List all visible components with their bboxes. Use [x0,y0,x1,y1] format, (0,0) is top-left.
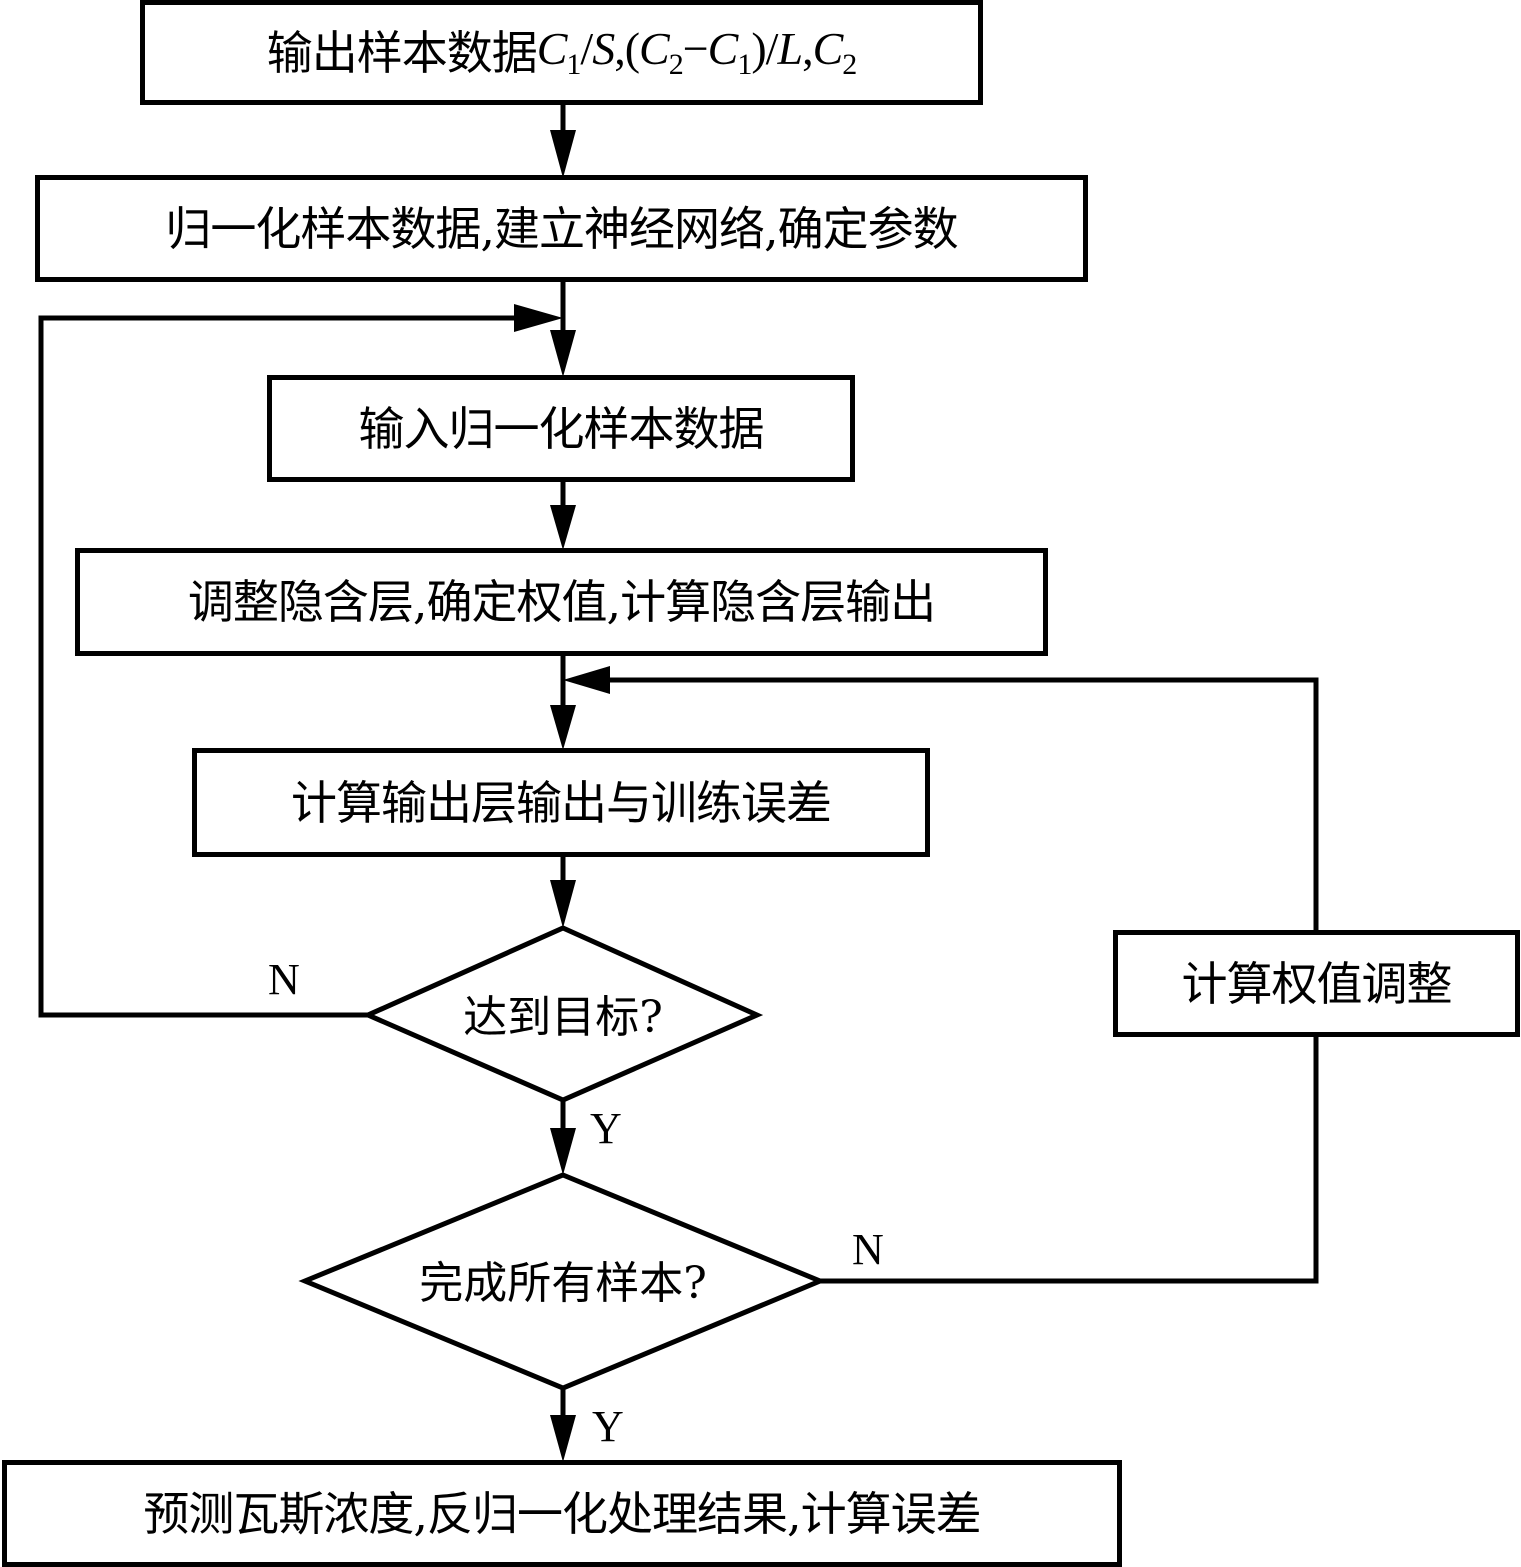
arrowhead-down-icon [550,130,576,178]
decision-reach-target-label: 达到目标? [463,992,663,1043]
formula-symbol: , [802,23,813,74]
formula-subscript: 2 [668,48,684,81]
arrowhead-down-icon [550,330,576,377]
formula-symbol: − [682,23,709,74]
formula-variable: C [536,23,568,74]
edge-weight-to-output-loop [604,677,1319,935]
node-input-normalized: 输入归一化样本数据 [267,375,855,482]
decision-reach-target-shape [361,925,764,1103]
arrowhead-down-icon [550,1415,576,1462]
decision-all-samples-shape [298,1172,827,1391]
edge-label-samples-yes: Y [592,1402,624,1451]
formula-variable: C [812,23,844,74]
node-hidden-layer: 调整隐含层,确定权值,计算隐含层输出 [75,548,1048,656]
edge-label-samples-no: N [852,1225,884,1274]
formula-variable: S [592,23,615,74]
node-weight-adjust-label: 计算权值调整 [1181,956,1453,1011]
arrowhead-down-icon [550,505,576,550]
node-normalize: 归一化样本数据,建立神经网络,确定参数 [35,175,1088,282]
edge-reach-no-loop [38,315,523,1018]
edge-label-reach-yes: Y [590,1104,622,1153]
edge-samples-no-loop [817,1032,1319,1284]
node-output-layer: 计算输出层输出与训练误差 [192,748,930,857]
formula-symbol: )/ [751,23,778,74]
formula-variable: C [639,23,670,74]
decision-all-samples-label: 完成所有样本? [419,1258,707,1309]
formula-symbol: / [580,23,593,74]
arrowhead-right-icon [514,304,563,332]
node-output-layer-label: 计算输出层输出与训练误差 [291,775,832,830]
node-input-normalized-label: 输入归一化样本数据 [358,401,765,456]
arrowhead-left-icon [563,666,610,694]
node-weight-adjust: 计算权值调整 [1113,930,1520,1037]
arrowhead-down-icon [550,880,576,928]
node-predict-label: 预测瓦斯浓度,反归一化处理结果,计算误差 [143,1486,981,1541]
node-output-samples-prefix: 输出样本数据 [266,25,538,80]
node-predict: 预测瓦斯浓度,反归一化处理结果,计算误差 [2,1460,1122,1567]
formula-subscript: 1 [737,48,752,81]
node-output-samples-formula: C1/S,(C2−C1)/L,C2 [536,23,858,81]
edge-label-reach-no: N [268,955,300,1004]
formula-symbol: ,( [614,23,640,74]
formula-variable: C [707,23,739,74]
formula-subscript: 1 [566,48,581,81]
arrowhead-down-icon [550,705,576,750]
arrowhead-down-icon [550,1128,576,1175]
formula-subscript: 2 [842,48,857,81]
node-normalize-label: 归一化样本数据,建立神经网络,确定参数 [165,201,958,256]
node-hidden-layer-label: 调整隐含层,确定权值,计算隐含层输出 [187,575,936,629]
formula-variable: L [777,23,803,74]
